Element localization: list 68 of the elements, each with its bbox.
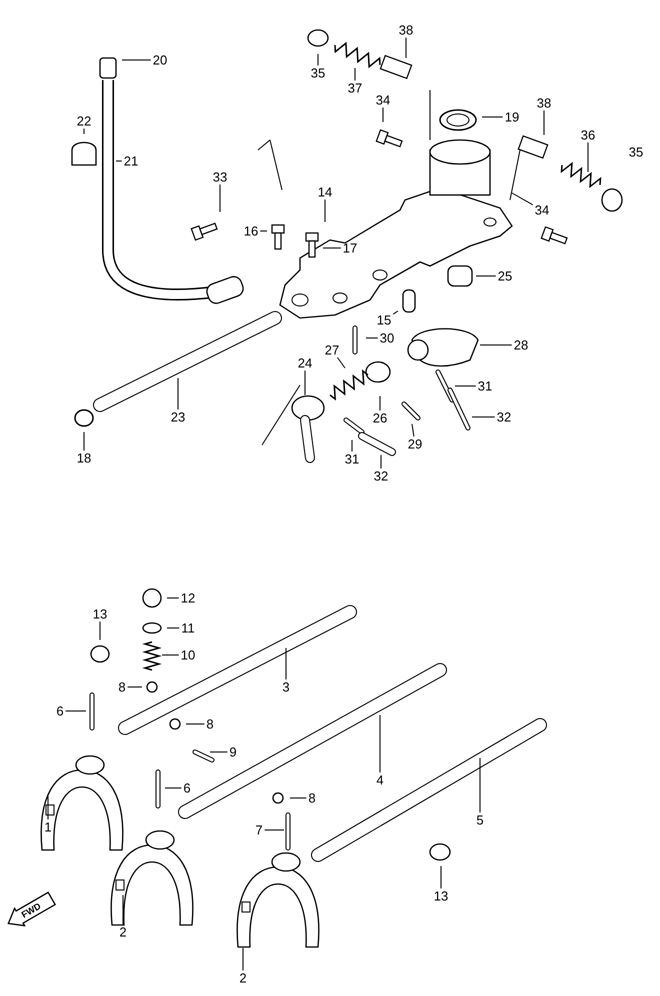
leader-line: [324, 199, 326, 222]
leader-line: [480, 344, 512, 346]
callout-number: 11: [179, 620, 197, 636]
callout-number: 22: [74, 114, 94, 128]
callout-number: 2: [237, 970, 249, 986]
callout-number: 32: [494, 410, 514, 424]
callout-number: 6: [54, 704, 66, 718]
callout-number: 18: [74, 450, 94, 466]
callout-number: 13: [432, 888, 450, 904]
callout-number: 21: [122, 154, 140, 168]
callout-number: 35: [308, 66, 328, 80]
callout-number: 7: [253, 822, 265, 838]
callout-number: 38: [534, 96, 554, 110]
callout-number: 6: [181, 780, 193, 796]
callout-number: 38: [396, 22, 416, 38]
leader-line: [380, 454, 382, 469]
callout-number: 8: [204, 716, 216, 732]
leader-line: [65, 710, 86, 712]
leader-line: [392, 310, 398, 315]
leader-line: [242, 948, 244, 971]
leader-line: [354, 68, 356, 81]
callout-number: 36: [578, 128, 598, 142]
callout-number: 27: [322, 342, 342, 358]
callout-number: 1: [42, 820, 54, 834]
callout-number: 34: [374, 92, 392, 108]
callout-number: 32: [372, 468, 390, 484]
callout-number: 4: [374, 772, 386, 788]
callout-number: 19: [502, 110, 522, 124]
leader-line: [512, 192, 534, 206]
callout-number: 8: [306, 790, 318, 806]
callout-number: 16: [242, 224, 260, 238]
leader-line: [472, 416, 496, 418]
leader-line: [260, 230, 268, 232]
leader-line: [440, 866, 442, 889]
leader-line: [122, 894, 124, 925]
callout-number: 31: [476, 378, 494, 394]
leader-line: [116, 160, 122, 162]
callout-number: 17: [340, 240, 360, 256]
leader-line: [382, 107, 384, 122]
callout-number: 29: [406, 436, 424, 452]
leader-line: [336, 357, 346, 368]
callout-number: 2: [117, 924, 129, 940]
callout-number: 8: [116, 680, 128, 694]
callout-number: 37: [346, 80, 364, 96]
callout-number: 15: [374, 312, 394, 328]
callout-number: 24: [296, 356, 314, 370]
callout-number: 28: [512, 338, 530, 352]
leader-line: [412, 424, 414, 437]
leader-line: [304, 370, 306, 396]
callout-number: 5: [474, 812, 486, 828]
leader-line: [482, 116, 504, 118]
leader-line: [162, 654, 180, 656]
callout-number: 35: [626, 144, 646, 160]
callout-number: 31: [342, 452, 362, 466]
callout-number: 33: [210, 170, 230, 184]
callout-number: 26: [370, 410, 390, 426]
callout-number: 13: [90, 606, 110, 622]
leader-line: [127, 686, 142, 688]
callout-number: 10: [178, 648, 198, 662]
callout-number: 23: [168, 410, 188, 424]
callout-number: 20: [150, 52, 170, 68]
callout-number: 30: [378, 330, 396, 346]
callout-number: 12: [178, 590, 198, 606]
callout-number: 14: [316, 184, 334, 200]
callout-number: 34: [532, 202, 552, 218]
callout-number: 9: [227, 744, 239, 760]
callout-number: 3: [280, 680, 292, 694]
callout-number: 25: [496, 268, 514, 284]
